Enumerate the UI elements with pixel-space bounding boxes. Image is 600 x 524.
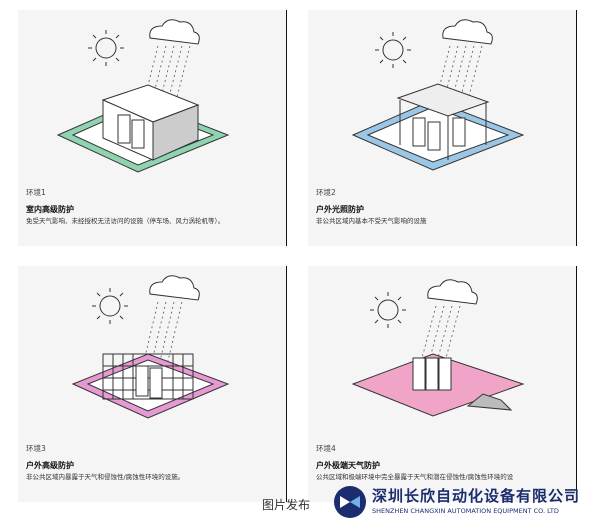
cabinet-icon <box>412 357 452 391</box>
environment-title: 户外高级防护 <box>26 461 74 470</box>
environment-label: 环境4 <box>316 444 336 453</box>
sun-icon <box>370 292 406 328</box>
company-name-en: SHENZHEN CHANGXIN AUTOMATION EQUIPMENT C… <box>372 507 559 515</box>
environment-card-1: 环境1 室内高级防护 免受天气影响、未经授权无法访问的设施（停车场、风力涡轮机等… <box>18 10 286 246</box>
environment-title: 户外光照防护 <box>316 205 364 214</box>
extreme-weather-illustration <box>351 279 525 417</box>
outdoor-light-illustration <box>351 19 525 171</box>
company-logo <box>332 484 368 524</box>
cloud-icon <box>149 19 200 45</box>
company-name-cn: 深圳长欣自动化设备有限公司 <box>372 487 581 505</box>
environment-card-2: 环境2 户外光照防护 非公共区域内基本不受天气影响的设施 <box>308 10 576 246</box>
indoor-protection-illustration <box>56 19 230 173</box>
cloud-icon <box>149 275 200 301</box>
card-divider <box>286 266 287 502</box>
image-credit: 图片发布 <box>262 498 311 512</box>
rain-lines <box>421 305 461 359</box>
environment-title: 室内高级防护 <box>26 205 74 214</box>
environment-title: 户外极端天气防护 <box>316 461 380 470</box>
environment-card-4: 环境4 户外极端天气防护 公共区域和极端环境中完全暴露于天气和潜在侵蚀性/腐蚀性… <box>308 266 576 502</box>
environment-card-3: 环境3 户外高级防护 非公共区域内暴露于天气和侵蚀性/腐蚀性环境的设施。 <box>18 266 286 502</box>
card-divider <box>576 266 577 502</box>
logo-icon <box>334 486 366 518</box>
card-divider <box>576 10 577 246</box>
environment-description: 非公共区域内基本不受天气影响的设施 <box>316 217 427 225</box>
fence-icon <box>102 353 194 400</box>
building-icon <box>101 84 200 161</box>
cloud-icon <box>427 279 478 305</box>
canopy-icon <box>396 83 490 160</box>
sun-icon <box>375 32 411 68</box>
company-brand: 深圳长欣自动化设备有限公司 SHENZHEN CHANGXIN AUTOMATI… <box>372 485 580 515</box>
rock-icon <box>466 393 513 411</box>
environment-label: 环境2 <box>316 188 336 197</box>
environment-description: 非公共区域内暴露于天气和侵蚀性/腐蚀性环境的设施。 <box>26 473 185 481</box>
environment-label: 环境1 <box>26 188 46 197</box>
environment-description: 免受天气影响、未经授权无法访问的设施（停车场、风力涡轮机等）。 <box>26 217 225 225</box>
sun-icon <box>92 288 128 324</box>
rain-lines <box>143 301 183 362</box>
environment-label: 环境3 <box>26 444 46 453</box>
card-divider <box>286 10 287 246</box>
cloud-icon <box>442 19 493 45</box>
sun-icon <box>88 30 124 66</box>
outdoor-advanced-illustration <box>71 275 230 419</box>
environment-description: 公共区域和极端环境中完全暴露于天气和潜在侵蚀性/腐蚀性环境的设 <box>316 473 514 481</box>
